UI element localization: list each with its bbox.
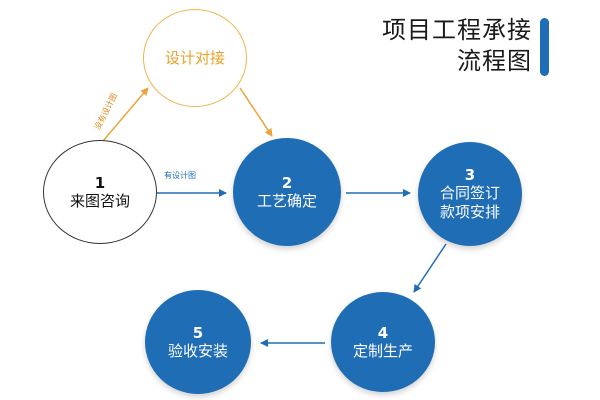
node-contract-number: 3	[464, 166, 476, 185]
node-design: 设计对接	[143, 9, 247, 107]
node-contract-label-line1: 合同签订	[439, 184, 500, 203]
arrow-design-to-process	[239, 87, 273, 137]
title-accent-bar	[540, 18, 549, 76]
node-consult: 1 来图咨询	[43, 140, 157, 244]
node-process: 2 工艺确定	[233, 138, 341, 246]
node-production-label: 定制生产	[352, 341, 413, 360]
node-process-label: 工艺确定	[256, 191, 317, 210]
arrow-contract-to-production	[413, 243, 447, 293]
node-consult-number: 1	[94, 173, 106, 192]
arrow-consult-to-design	[102, 87, 149, 142]
node-install-number: 5	[192, 323, 204, 342]
node-install: 5 验收安装	[145, 290, 251, 394]
node-design-label: 设计对接	[164, 48, 225, 67]
edge-label-has-design: 有设计图	[164, 171, 196, 180]
diagram-title-line1: 项目工程承接	[382, 16, 532, 44]
node-production: 4 定制生产	[331, 292, 435, 392]
node-contract-label-line2: 款项安排	[439, 203, 500, 221]
node-contract: 3 合同签订 款项安排	[418, 142, 522, 246]
node-process-number: 2	[281, 173, 293, 192]
node-production-number: 4	[377, 323, 389, 342]
node-consult-label: 来图咨询	[69, 191, 130, 210]
diagram-title-line2: 流程图	[457, 47, 532, 75]
node-install-label: 验收安装	[167, 341, 228, 360]
